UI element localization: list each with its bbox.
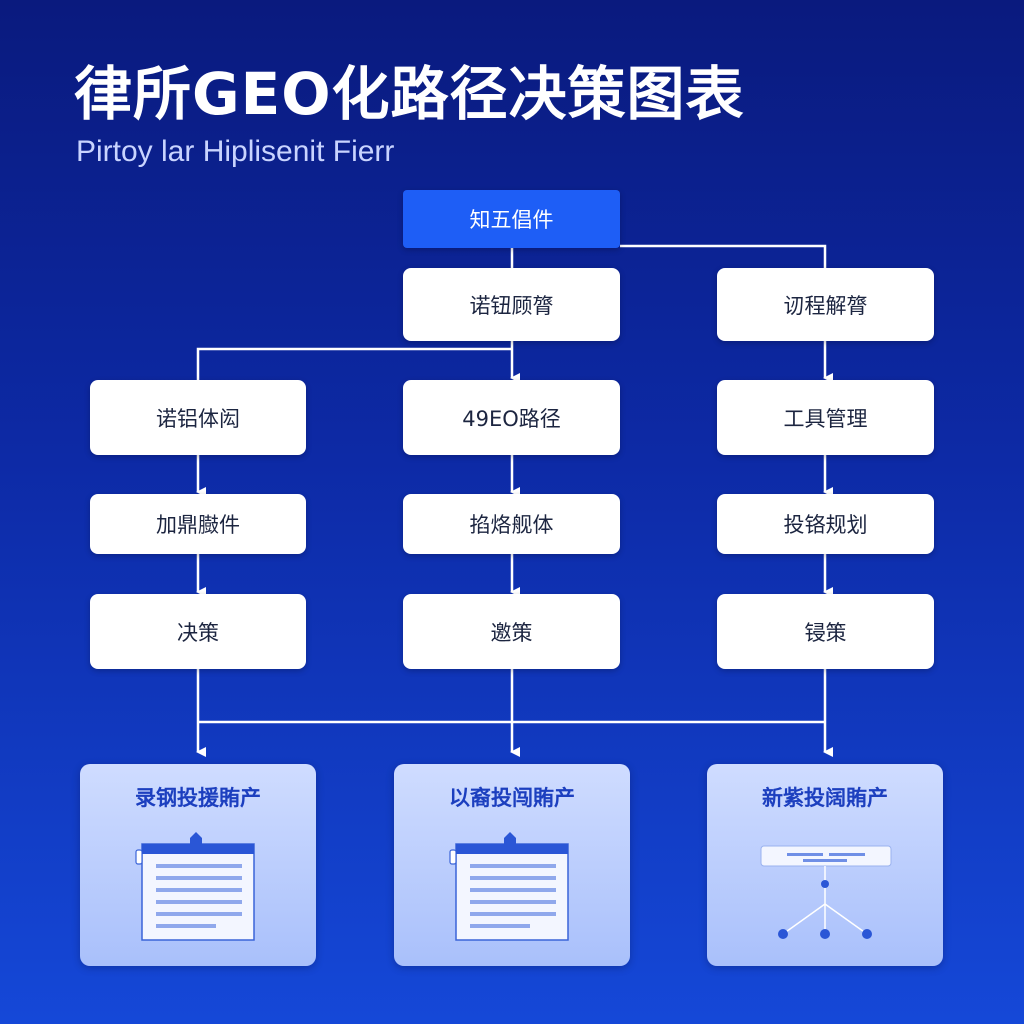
flow-node-row3-left: 加鼎臌件 (90, 494, 306, 554)
output-card-title: 新紫投阔賄产 (762, 786, 888, 810)
page-subtitle: Pirtoy lar Hiplisenit Fierr (76, 135, 395, 168)
flow-node-row1-right: 讱程解膂 (717, 268, 934, 341)
document-icon (135, 832, 255, 941)
flow-node-row4-right: 锓策 (717, 594, 934, 669)
network-icon (760, 845, 892, 939)
flow-node-row4-center: 邀策 (403, 594, 620, 669)
connector-top-right (620, 244, 827, 268)
flow-node-row2-left: 诺铝体闳 (90, 380, 306, 455)
output-card-right: 新紫投阔賄产 (707, 764, 943, 966)
flow-node-row2-right: 工具管理 (717, 380, 934, 455)
connector-branch-left (196, 347, 512, 380)
output-card-title: 以裔投闯賄产 (449, 786, 575, 810)
flow-node-row4-left: 决策 (90, 594, 306, 669)
page-title: 律所GEO化路径决策图表 (74, 60, 745, 128)
flow-node-top: 知五倡件 (403, 190, 620, 248)
flow-node-row3-center: 掐烙舰体 (403, 494, 620, 554)
flow-node-row2-center: 49EO路径 (403, 380, 620, 455)
output-card-left: 录钢投援賄产 (80, 764, 316, 966)
flow-node-row1-center: 诺钮顾膂 (403, 268, 620, 341)
document-icon (449, 832, 569, 941)
flow-node-row3-right: 投铬规划 (717, 494, 934, 554)
output-card-center: 以裔投闯賄产 (394, 764, 630, 966)
output-card-title: 录钢投援賄产 (135, 786, 261, 810)
